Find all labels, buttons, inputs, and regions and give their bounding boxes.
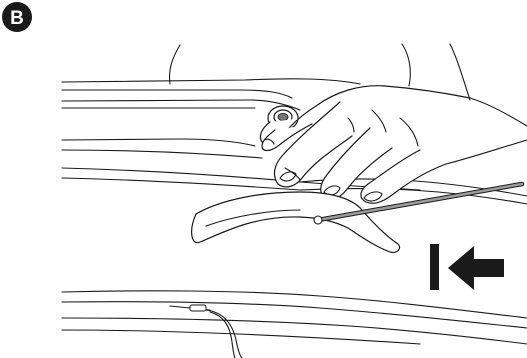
lower-cushion bbox=[62, 291, 527, 344]
step-badge: B bbox=[2, 2, 32, 32]
push-left-arrow-icon bbox=[430, 244, 504, 290]
hand-illustration bbox=[260, 86, 527, 204]
step-badge-letter: B bbox=[10, 8, 24, 29]
